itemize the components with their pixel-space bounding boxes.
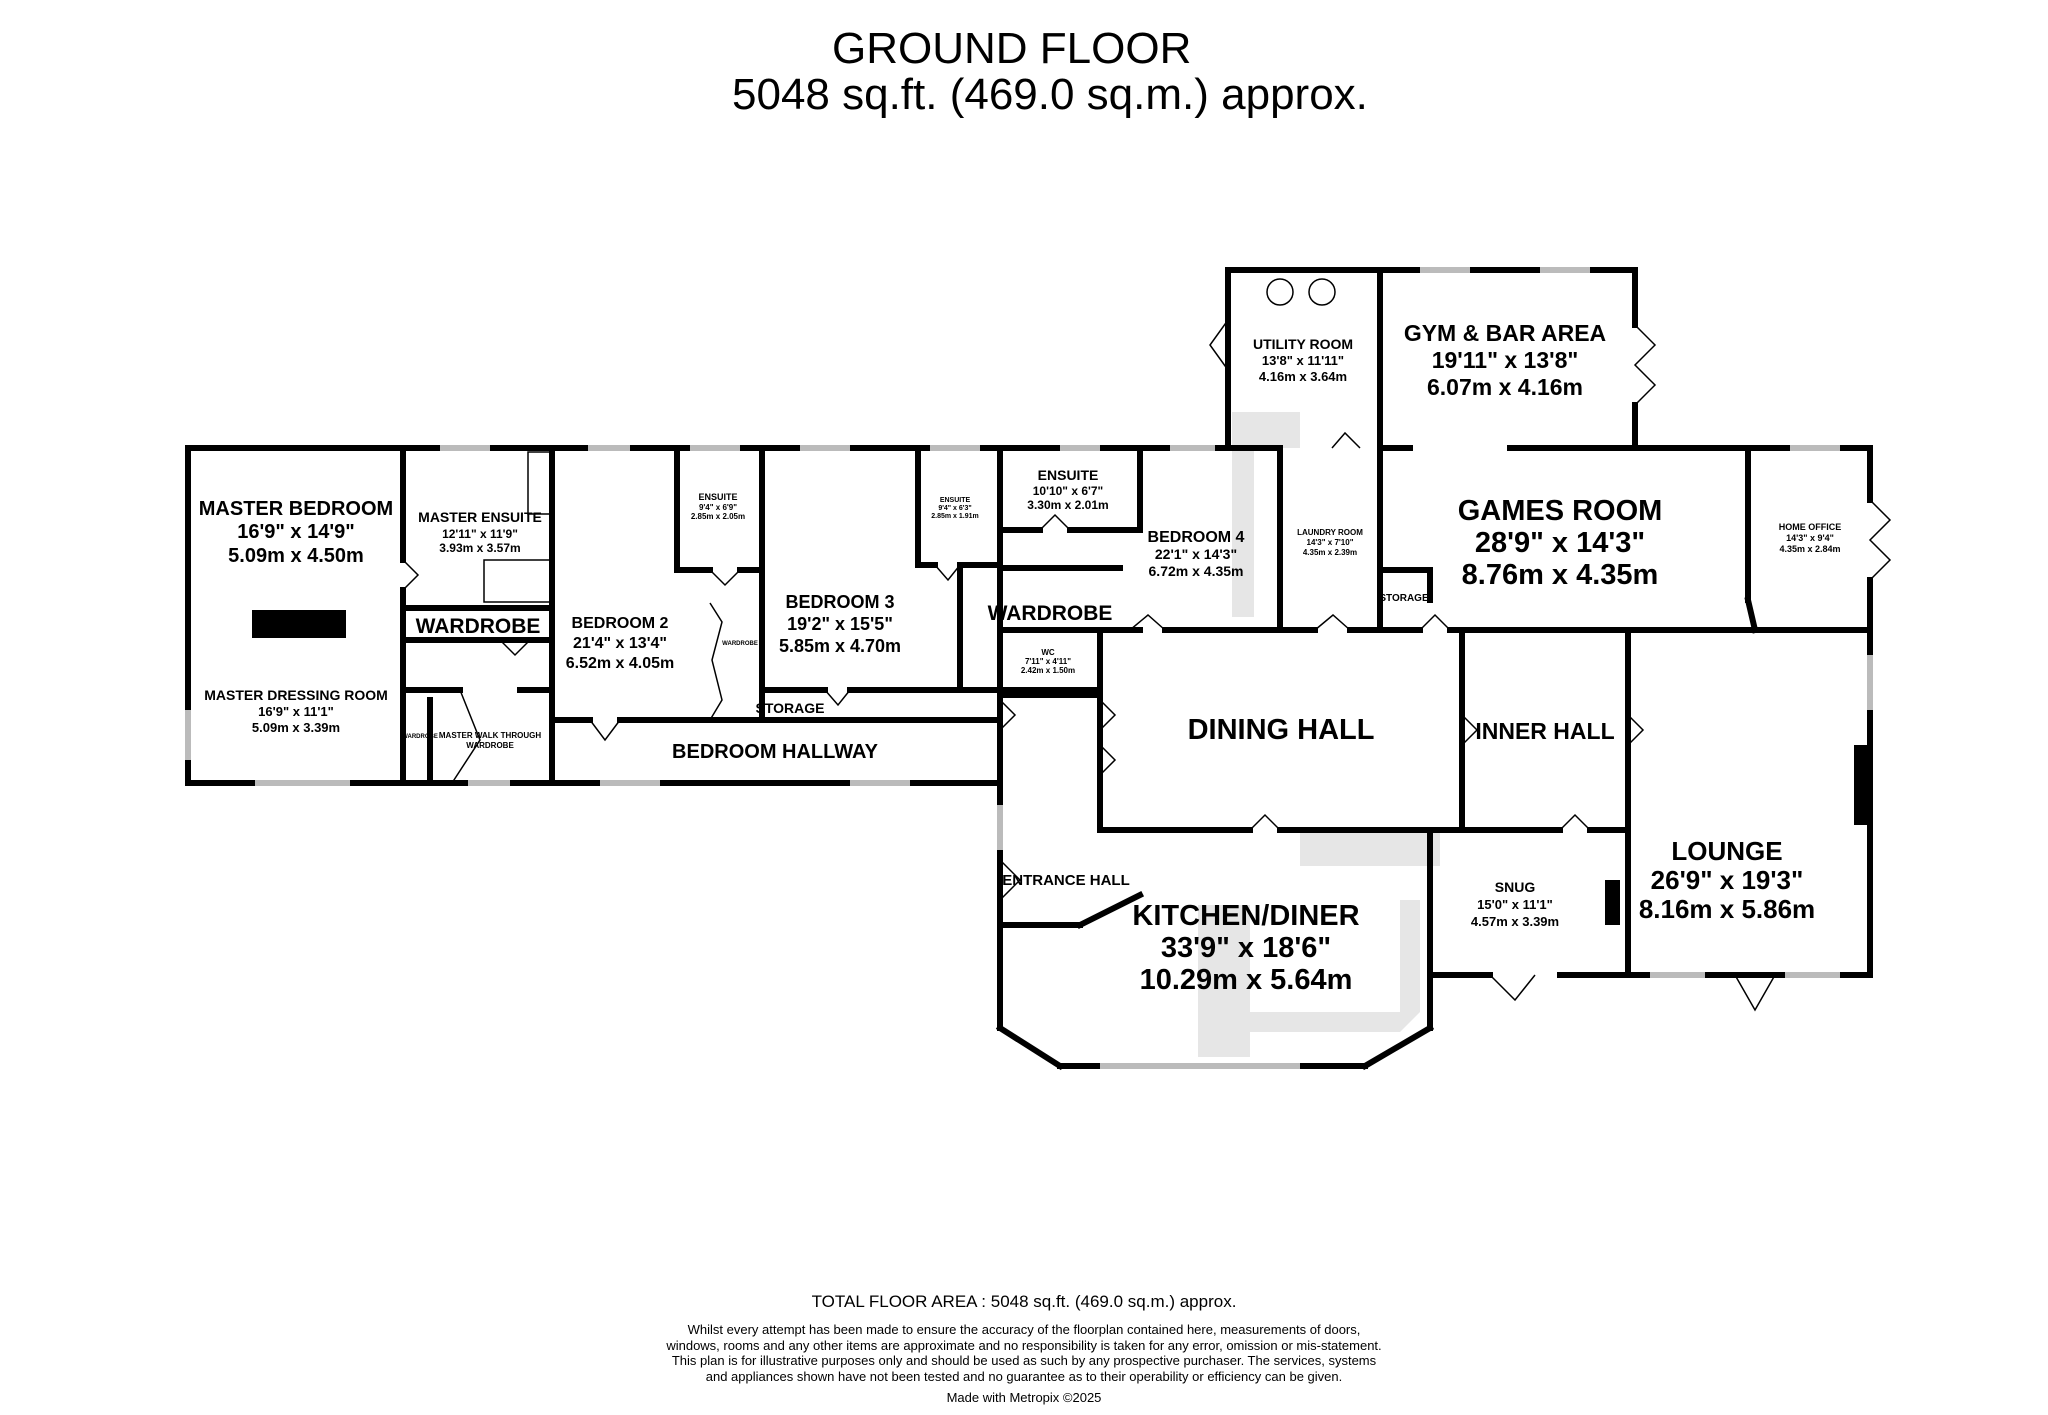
ensuite-b3-name: ENSUITE — [940, 497, 971, 504]
games-imperial: 28'9" x 14'3" — [1475, 527, 1645, 559]
laundry-name: LAUNDRY ROOM — [1297, 528, 1363, 537]
snug-metric: 4.57m x 3.39m — [1471, 914, 1559, 929]
wardrobe-master-name: WARDROBE — [416, 615, 541, 638]
fireplace-icon — [1854, 745, 1870, 825]
floor-area: 5048 sq.ft. (469.0 sq.m.) approx. — [732, 70, 1368, 119]
laundry-metric: 4.35m x 2.39m — [1303, 548, 1357, 557]
kitchen-imperial: 33'9" x 18'6" — [1161, 932, 1331, 964]
floor-title: GROUND FLOOR — [832, 24, 1192, 73]
utility-metric: 4.16m x 3.64m — [1259, 369, 1347, 384]
bedroom4-metric: 6.72m x 4.35m — [1149, 563, 1244, 579]
wardrobe-2-name: WARDROBE — [988, 602, 1113, 625]
games-metric: 8.76m x 4.35m — [1462, 559, 1659, 591]
kitchen-counters — [1198, 412, 1440, 1057]
washer-icon — [1266, 278, 1294, 306]
master-bedroom-metric: 5.09m x 4.50m — [228, 545, 364, 567]
lounge-metric: 8.16m x 5.86m — [1639, 894, 1815, 924]
master-ensuite-imperial: 12'11" x 11'9" — [442, 527, 518, 541]
walkthrough-name2: WARDROBE — [466, 741, 514, 750]
snug-name: SNUG — [1495, 879, 1536, 895]
bedroom3-imperial: 19'2" x 15'5" — [787, 614, 893, 634]
credit: Made with Metropix ©2025 — [946, 1390, 1102, 1405]
total-floor-area: TOTAL FLOOR AREA : 5048 sq.ft. (469.0 sq… — [811, 1292, 1237, 1311]
ensuite-b4-metric: 3.30m x 2.01m — [1027, 498, 1108, 512]
laundry-imperial: 14'3" x 7'10" — [1307, 538, 1354, 547]
wc-name: WC — [1041, 648, 1055, 657]
snug-imperial: 15'0" x 11'1" — [1477, 897, 1553, 912]
ensuite-b4-name: ENSUITE — [1038, 467, 1099, 483]
bedroom2-name: BEDROOM 2 — [572, 615, 669, 632]
master-ensuite-name: MASTER ENSUITE — [418, 509, 542, 525]
snug-fireplace-icon — [1605, 880, 1620, 925]
entrance-hall-name: ENTRANCE HALL — [1002, 872, 1130, 889]
bedroom4-imperial: 22'1" x 14'3" — [1155, 546, 1237, 562]
master-dressing-imperial: 16'9" x 11'1" — [258, 704, 334, 719]
fixtures — [252, 278, 1870, 925]
games-name: GAMES ROOM — [1458, 495, 1663, 527]
storage-1-name: STORAGE — [756, 700, 825, 716]
dryer-icon — [1308, 278, 1336, 306]
walkthrough-name: MASTER WALK THROUGH — [439, 731, 541, 740]
master-bedroom-name: MASTER BEDROOM — [199, 498, 393, 520]
lounge-name: LOUNGE — [1671, 836, 1782, 866]
storage-2-name: STORAGE — [1379, 593, 1429, 604]
wc-metric: 2.42m x 1.50m — [1021, 666, 1075, 675]
home-office-metric: 4.35m x 2.84m — [1779, 544, 1840, 554]
ensuite-b3-imperial: 9'4" x 6'3" — [938, 505, 971, 512]
ensuite-b3-metric: 2.85m x 1.91m — [931, 513, 978, 520]
home-office-name: HOME OFFICE — [1779, 522, 1842, 532]
dining-hall-name: DINING HALL — [1188, 714, 1375, 746]
bedroom4-name: BEDROOM 4 — [1148, 529, 1245, 546]
bedroom2-metric: 6.52m x 4.05m — [566, 655, 675, 672]
inner-hall-name: INNER HALL — [1475, 718, 1614, 744]
ensuite-b2-name: ENSUITE — [698, 492, 737, 502]
kitchen-metric: 10.29m x 5.64m — [1140, 964, 1353, 996]
bedroom3-metric: 5.85m x 4.70m — [779, 636, 901, 656]
ensuite-b2-metric: 2.85m x 2.05m — [691, 512, 745, 521]
kitchen-name: KITCHEN/DINER — [1132, 900, 1359, 932]
doors — [402, 319, 1892, 1012]
gym-name: GYM & BAR AREA — [1404, 320, 1606, 346]
master-ensuite-metric: 3.93m x 3.57m — [439, 541, 520, 555]
bedroom-hallway-name: BEDROOM HALLWAY — [672, 741, 879, 763]
walls — [185, 267, 1873, 1071]
windows — [185, 267, 1873, 1069]
bedroom3-name: BEDROOM 3 — [785, 592, 894, 612]
master-dressing-name: MASTER DRESSING ROOM — [204, 687, 388, 703]
home-office-imperial: 14'3" x 9'4" — [1786, 533, 1834, 543]
svg-text:MASTER BEDROOM: MASTER BEDROOM — [199, 498, 393, 520]
disclaimer: Whilst every attempt has been made to en… — [666, 1322, 1382, 1384]
master-dressing-metric: 5.09m x 3.39m — [252, 720, 340, 735]
master-bedroom-imperial: 16'9" x 14'9" — [237, 521, 354, 543]
room-labels: MASTER BEDROOM 16'9" x 14'9" 5.09m x 4.5… — [199, 320, 1841, 996]
utility-imperial: 13'8" x 11'11" — [1262, 353, 1344, 368]
bath-icon — [483, 559, 555, 603]
ensuite-b2-imperial: 9'4" x 6'9" — [699, 503, 737, 512]
gym-metric: 6.07m x 4.16m — [1427, 374, 1583, 400]
wardrobe-b2-name: WARDROBE — [722, 641, 758, 647]
gym-imperial: 19'11" x 13'8" — [1432, 347, 1579, 373]
lounge-imperial: 26'9" x 19'3" — [1651, 865, 1804, 895]
utility-name: UTILITY ROOM — [1253, 336, 1353, 352]
shower-icon — [527, 451, 551, 515]
ensuite-b4-imperial: 10'10" x 6'7" — [1033, 484, 1103, 498]
bedroom2-imperial: 21'4" x 13'4" — [573, 635, 667, 652]
wc-imperial: 7'11" x 4'11" — [1025, 657, 1071, 666]
bed-icon — [252, 610, 346, 638]
small-wardrobe-name: WARDROBE — [402, 734, 438, 740]
